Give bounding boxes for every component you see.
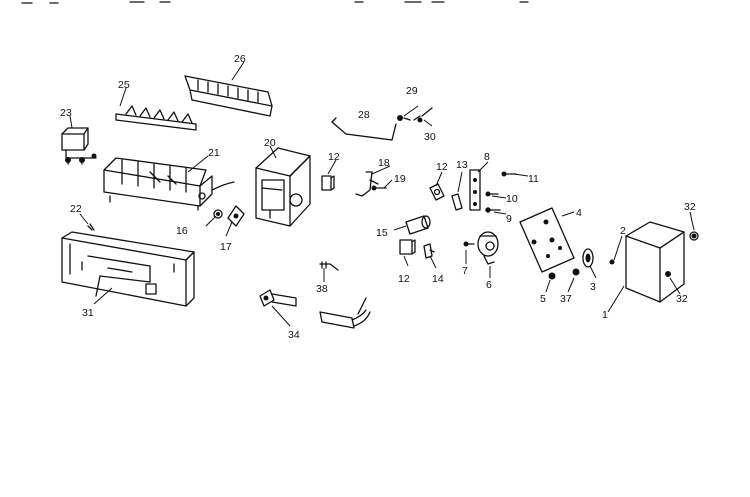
- callout-22: 22: [70, 203, 82, 215]
- callout-10: 10: [506, 193, 518, 205]
- callout-14: 14: [432, 273, 444, 285]
- part-15-thermostat: [405, 215, 431, 235]
- part-3-gear: [582, 248, 594, 268]
- callout-12-b: 12: [436, 161, 448, 173]
- callout-21: 21: [208, 147, 220, 159]
- part-32-plug: [689, 231, 699, 241]
- callout-37: 37: [560, 293, 572, 305]
- callout-12-c: 12: [398, 273, 410, 285]
- part-7-screw: [463, 241, 475, 247]
- callout-28: 28: [358, 109, 370, 121]
- part-4-mounting-plate: [519, 207, 575, 273]
- callout-19: 19: [394, 173, 406, 185]
- part-25-ejector: [115, 105, 197, 131]
- callout-7: 7: [462, 265, 468, 277]
- part-11-screw: [501, 171, 517, 177]
- part-wire-harness: [319, 297, 371, 329]
- part-19-screw: [371, 185, 387, 191]
- part-28-feeler-arm: [331, 117, 397, 141]
- part-6-motor: [477, 231, 499, 265]
- callout-31: 31: [82, 307, 94, 319]
- callout-labels: 26 25 23 21 20 12 28 29 30 18 19 12 13 8…: [60, 53, 696, 341]
- part-13-bracket: [451, 193, 463, 211]
- callout-2: 2: [620, 225, 626, 237]
- part-37-nut: [572, 268, 580, 276]
- callout-8: 8: [484, 151, 490, 163]
- leader-lines: [69, 61, 695, 327]
- callout-38: 38: [316, 283, 328, 295]
- part-18-lever: [355, 171, 379, 197]
- top-edge-marks: [21, 1, 529, 4]
- part-38-clip: [319, 261, 339, 271]
- callout-30: 30: [424, 131, 436, 143]
- part-22-screw: [87, 223, 95, 231]
- part-29-30-spring: [397, 107, 433, 123]
- callout-18: 18: [378, 157, 390, 169]
- part-12-switch-c: [399, 239, 416, 255]
- part-21-ice-mold: [103, 157, 235, 211]
- part-16-nut: [213, 209, 223, 219]
- callout-11: 11: [528, 173, 539, 185]
- callout-25: 25: [118, 79, 130, 91]
- part-34-fill-tube: [259, 289, 297, 307]
- callout-12-a: 12: [328, 151, 340, 163]
- callout-1: 1: [602, 309, 608, 321]
- callout-3: 3: [590, 281, 596, 293]
- callout-32-top: 32: [684, 201, 696, 213]
- part-8-switch-plate: [469, 169, 481, 211]
- part-14-clip: [423, 243, 435, 259]
- part-20-control-housing: [255, 147, 311, 227]
- callout-5: 5: [540, 293, 546, 305]
- callout-20: 20: [264, 137, 276, 149]
- part-31-front-cover: [61, 231, 195, 307]
- callout-17: 17: [220, 241, 232, 253]
- part-1-motor-cover: [625, 221, 685, 303]
- callout-32-bottom: 32: [676, 293, 688, 305]
- part-12-switch-a: [321, 175, 335, 191]
- part-10-screw: [485, 191, 499, 197]
- callout-15: 15: [376, 227, 388, 239]
- part-12-switch-b: [429, 183, 445, 201]
- callout-29: 29: [406, 85, 418, 97]
- part-23-solenoid: [61, 127, 97, 165]
- callout-26: 26: [234, 53, 246, 65]
- callout-16: 16: [176, 225, 188, 237]
- part-17-cam: [227, 205, 245, 227]
- callout-9: 9: [506, 213, 512, 225]
- part-5-nut: [548, 272, 556, 280]
- callout-4: 4: [576, 207, 582, 219]
- callout-6: 6: [486, 279, 492, 291]
- part-2-screw: [609, 259, 615, 265]
- callout-34: 34: [288, 329, 300, 341]
- part-26-stripper: [184, 75, 273, 117]
- part-9-screw: [485, 207, 501, 213]
- callout-23: 23: [60, 107, 72, 119]
- callout-13: 13: [456, 159, 468, 171]
